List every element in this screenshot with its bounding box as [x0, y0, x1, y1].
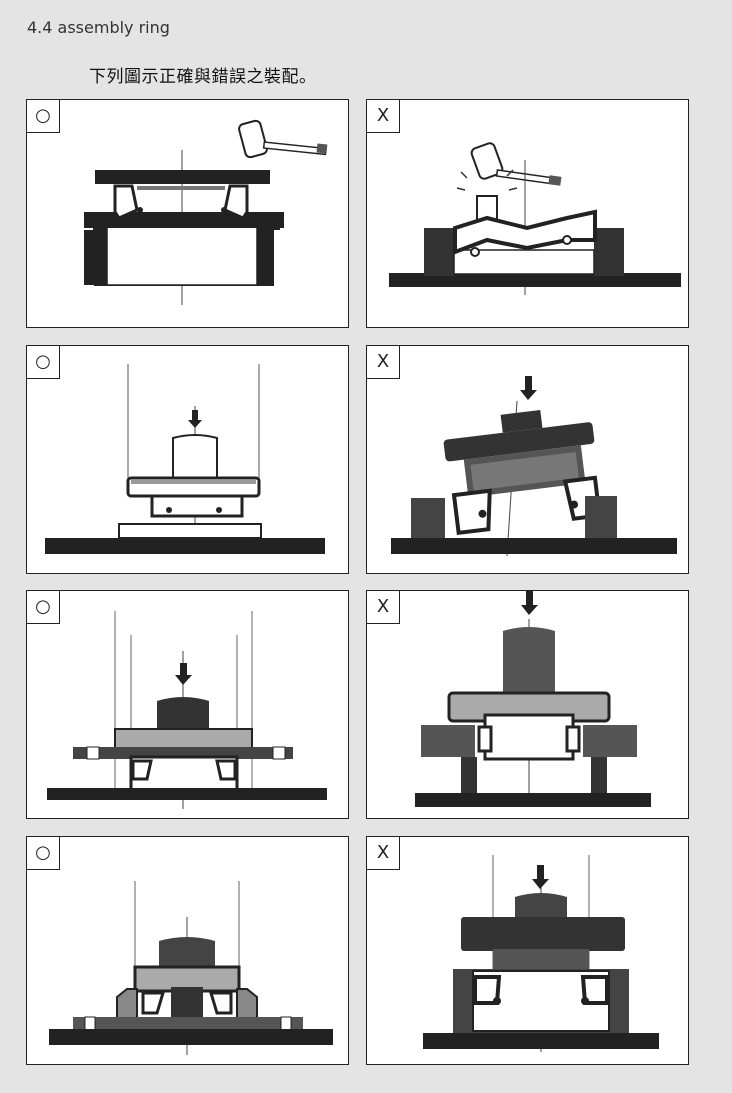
circle-mark-icon: ○	[27, 100, 60, 133]
diagram-panel-4-wrong: X	[366, 345, 689, 574]
press-plate-tilted-wrong-drawing	[391, 376, 677, 557]
arrow-down-icon	[188, 410, 202, 428]
x-mark-icon: X	[367, 837, 400, 870]
arrow-down-icon	[520, 376, 537, 400]
x-mark-icon: X	[367, 591, 400, 624]
x-mark-icon: X	[367, 346, 400, 379]
arrow-down-icon	[521, 591, 538, 615]
diagram-panel-3-correct: ○	[26, 345, 349, 574]
seal-hammer-correct-drawing	[84, 119, 328, 305]
press-plate-correct-drawing	[45, 364, 325, 554]
diagram-panel-8-wrong: X	[366, 836, 689, 1065]
hammer-icon	[238, 119, 328, 159]
circle-mark-icon: ○	[27, 346, 60, 379]
seal-hammer-wrong-drawing	[389, 142, 681, 295]
hammer-icon	[470, 142, 562, 186]
diagram-panel-2-wrong: X	[366, 99, 689, 328]
circle-mark-icon: ○	[27, 837, 60, 870]
diagram-panel-1-correct: ○	[26, 99, 349, 328]
section-heading: 4.4 assembly ring	[27, 18, 170, 37]
diagram-panel-7-correct: ○	[26, 836, 349, 1065]
stepped-tool-wrong-drawing	[423, 855, 659, 1052]
arrow-down-icon	[175, 663, 192, 685]
press-housing-correct-drawing	[47, 611, 327, 809]
x-mark-icon: X	[367, 100, 400, 133]
stepped-tool-correct-drawing	[49, 881, 333, 1055]
diagram-panel-5-correct: ○	[26, 590, 349, 819]
section-subheading: 下列圖示正確與錯誤之裝配。	[89, 67, 317, 87]
diagram-panel-6-wrong: X	[366, 590, 689, 819]
circle-mark-icon: ○	[27, 591, 60, 624]
press-housing-wrong-drawing	[415, 591, 651, 807]
arrow-down-icon	[532, 865, 549, 889]
